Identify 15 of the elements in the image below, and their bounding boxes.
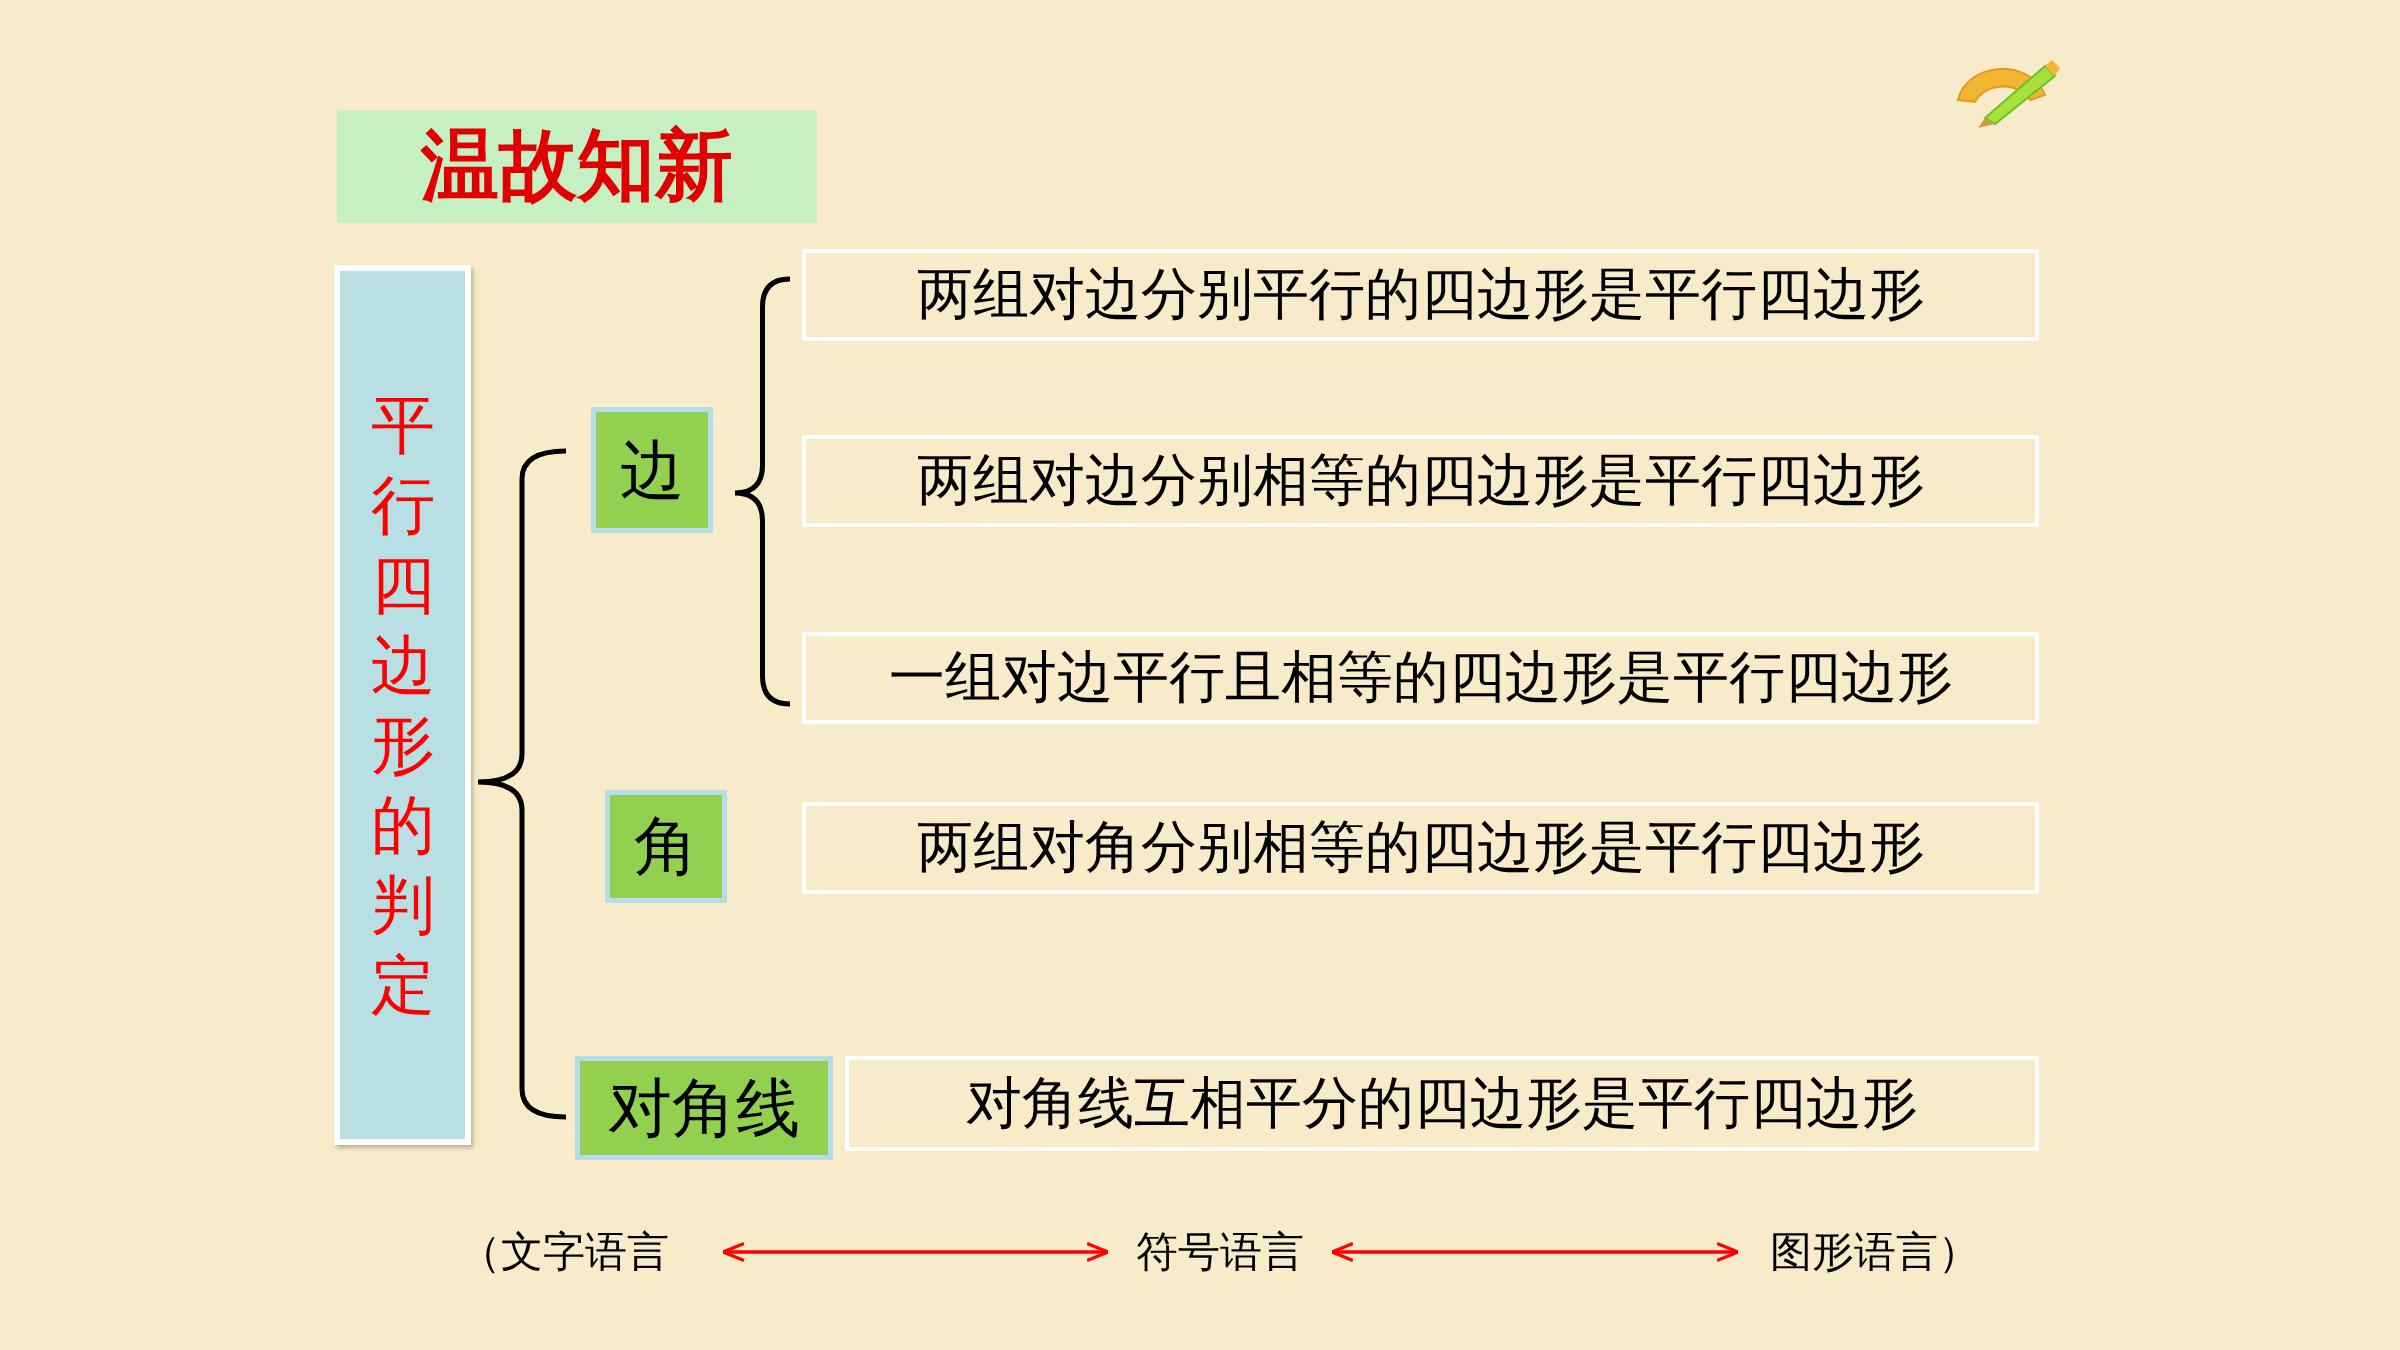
statement-box: 对角线互相平分的四边形是平行四边形 <box>845 1056 2039 1151</box>
category-box: 对角线 <box>575 1056 833 1160</box>
language-label: 图形语言） <box>1740 1220 1980 1284</box>
statement-box: 两组对角分别相等的四边形是平行四边形 <box>802 802 2039 894</box>
topic-box: 平行四边形的判定 <box>334 265 471 1145</box>
double-arrow <box>1330 1241 1740 1263</box>
category-box: 边 <box>591 407 713 533</box>
double-arrow <box>721 1241 1110 1263</box>
language-label: （文字语言 <box>459 1220 721 1284</box>
statement-box: 两组对边分别相等的四边形是平行四边形 <box>802 435 2039 527</box>
language-label: 符号语言 <box>1110 1220 1330 1284</box>
category-box: 角 <box>605 790 727 903</box>
title-banner: 温故知新 <box>337 110 817 223</box>
statement-box: 两组对边分别平行的四边形是平行四边形 <box>802 249 2039 341</box>
statement-box: 一组对边平行且相等的四边形是平行四边形 <box>802 632 2039 724</box>
